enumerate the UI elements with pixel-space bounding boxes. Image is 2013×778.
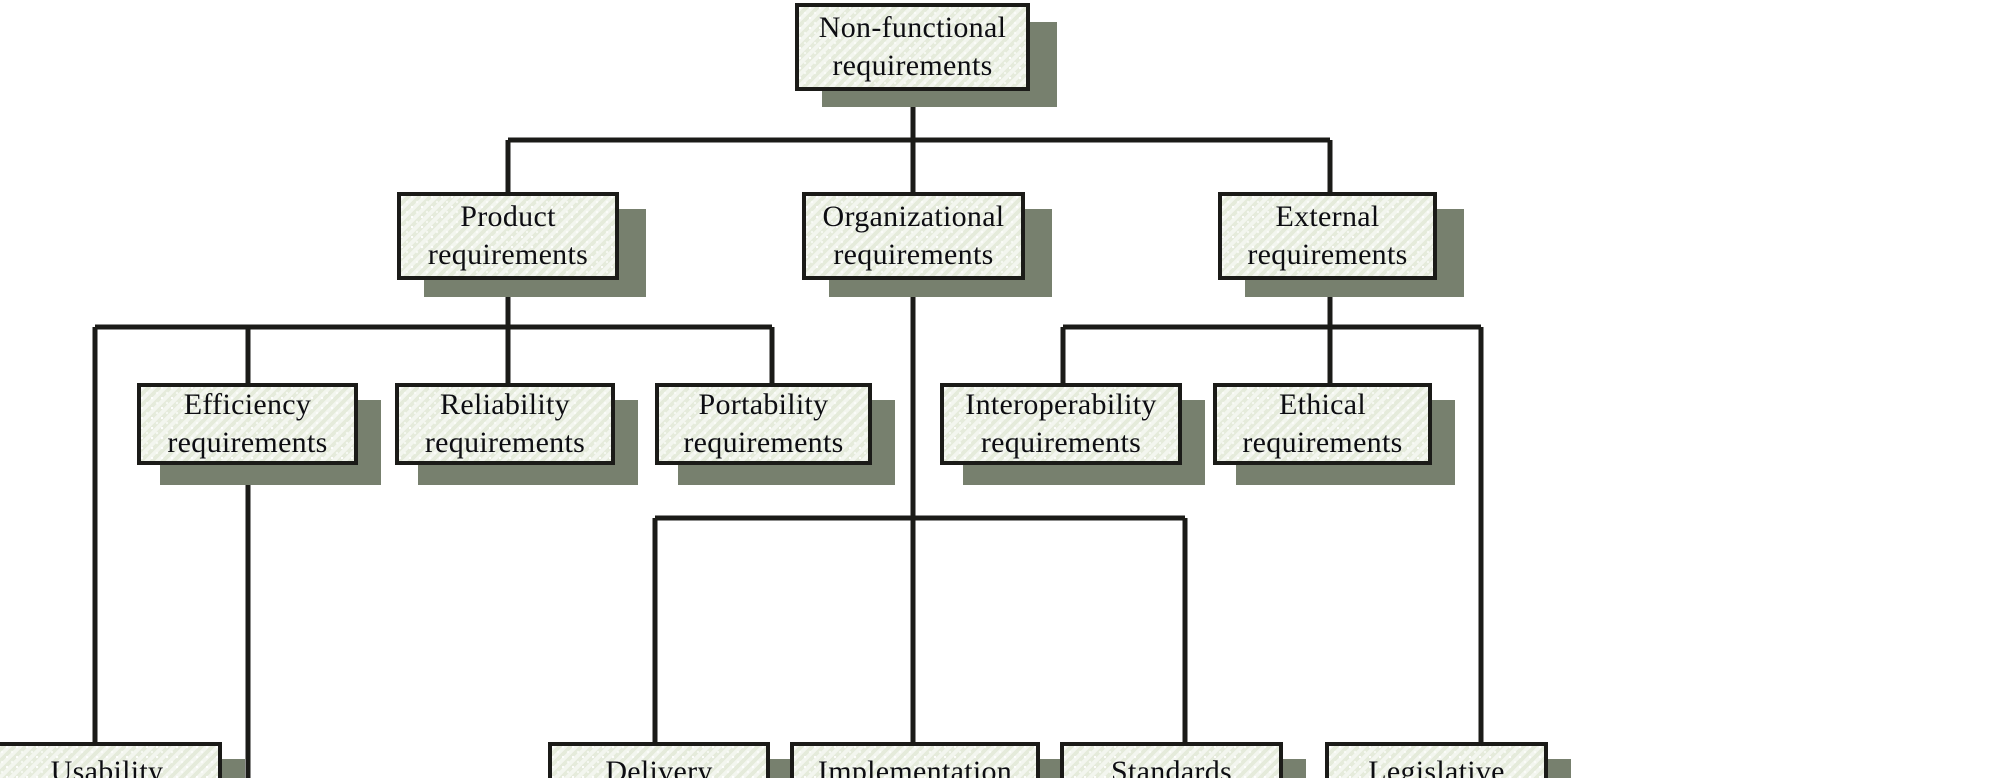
node-label: Interoperability requirements xyxy=(965,387,1157,459)
node-efficiency-requirements[interactable]: Efficiency requirements xyxy=(137,383,358,465)
node-interoperability-requirements[interactable]: Interoperability requirements xyxy=(940,383,1182,465)
node-non-functional-requirements[interactable]: Non-functional requirements xyxy=(795,3,1030,91)
node-label: Non-functional requirements xyxy=(818,10,1007,82)
node-label: Ethical requirements xyxy=(1242,387,1403,459)
node-label: Delivery xyxy=(605,755,713,778)
node-standards[interactable]: Standards xyxy=(1060,742,1283,778)
node-implementation[interactable]: Implementation xyxy=(790,742,1040,778)
node-label: Efficiency requirements xyxy=(167,387,328,459)
node-usability[interactable]: Usability xyxy=(0,742,222,778)
node-organizational-requirements[interactable]: Organizational requirements xyxy=(802,192,1025,280)
node-ethical-requirements[interactable]: Ethical requirements xyxy=(1213,383,1432,465)
node-label: Implementation xyxy=(817,755,1013,778)
node-delivery[interactable]: Delivery xyxy=(548,742,770,778)
node-label: Usability xyxy=(50,755,164,778)
node-label: Portability requirements xyxy=(683,387,844,459)
node-reliability-requirements[interactable]: Reliability requirements xyxy=(395,383,615,465)
node-external-requirements[interactable]: External requirements xyxy=(1218,192,1437,280)
node-label: Legislative xyxy=(1368,755,1505,778)
node-label: Organizational requirements xyxy=(822,199,1005,271)
node-label: Standards xyxy=(1110,755,1232,778)
node-label: Reliability requirements xyxy=(424,387,586,459)
node-label: Product requirements xyxy=(427,199,589,271)
node-label: External requirements xyxy=(1247,199,1408,271)
node-product-requirements[interactable]: Product requirements xyxy=(397,192,619,280)
node-portability-requirements[interactable]: Portability requirements xyxy=(655,383,872,465)
node-legislative[interactable]: Legislative xyxy=(1325,742,1548,778)
